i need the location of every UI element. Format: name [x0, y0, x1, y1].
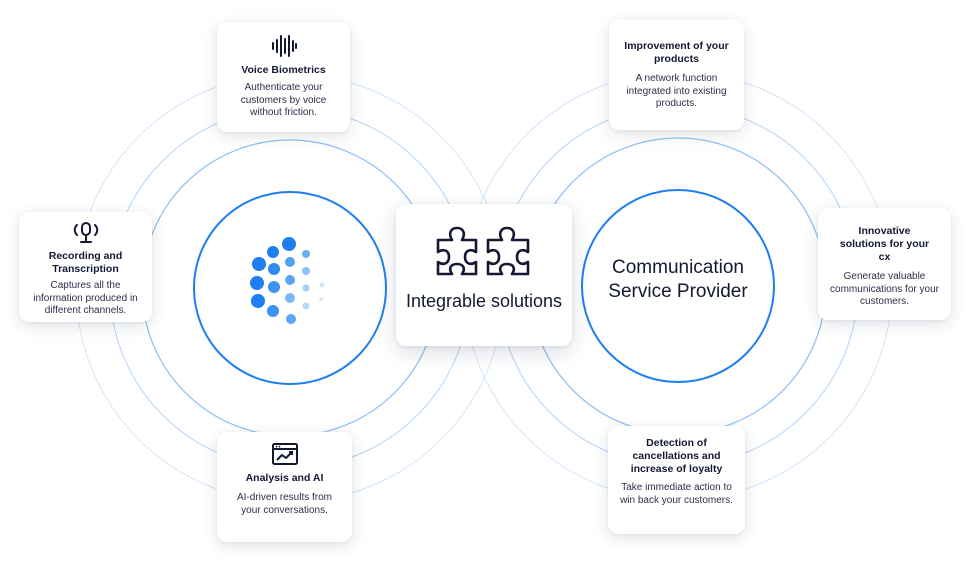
innovative-solutions-card: Innovative solutions for your cx Generat… — [818, 208, 951, 320]
card-desc: Captures all the information produced in… — [33, 280, 138, 316]
card-desc: A network function integrated into exist… — [626, 73, 727, 109]
voice-biometrics-card: Voice Biometrics Authenticate your custo… — [217, 22, 350, 132]
improvement-card: Improvement of your products A network f… — [609, 20, 744, 130]
card-title: Innovative solutions for your cx — [839, 225, 930, 263]
card-title: Improvement of your products — [624, 40, 729, 65]
card-title: Detection of cancellations and increase … — [630, 437, 723, 475]
integrable-solutions-card: Integrable solutions — [396, 204, 572, 346]
card-desc: AI-driven results from your conversation… — [236, 492, 333, 516]
detection-loyalty-card: Detection of cancellations and increase … — [608, 426, 745, 534]
csp-label: Communication Service Provider — [608, 257, 748, 302]
card-title: Recording and Transcription — [48, 250, 123, 275]
sound-wave-icon — [271, 35, 297, 57]
left-ring-inner — [193, 191, 387, 385]
center-label: Integrable solutions — [405, 291, 563, 311]
microphone-icon — [73, 222, 98, 243]
dot-logo-icon — [250, 237, 325, 324]
card-title: Voice Biometrics — [241, 64, 326, 76]
right-ring-inner — [581, 189, 775, 383]
analysis-ai-card: Analysis and AI AI-driven results from y… — [217, 432, 352, 542]
recording-transcription-card: Recording and Transcription Captures all… — [19, 212, 152, 322]
analytics-window-icon — [271, 443, 298, 465]
card-desc: Generate valuable communications for you… — [830, 271, 939, 307]
card-desc: Authenticate your customers by voice wit… — [240, 82, 327, 118]
card-title: Analysis and AI — [245, 472, 324, 484]
puzzle-pieces-icon — [436, 226, 530, 276]
card-desc: Take immediate action to win back your c… — [620, 482, 733, 506]
